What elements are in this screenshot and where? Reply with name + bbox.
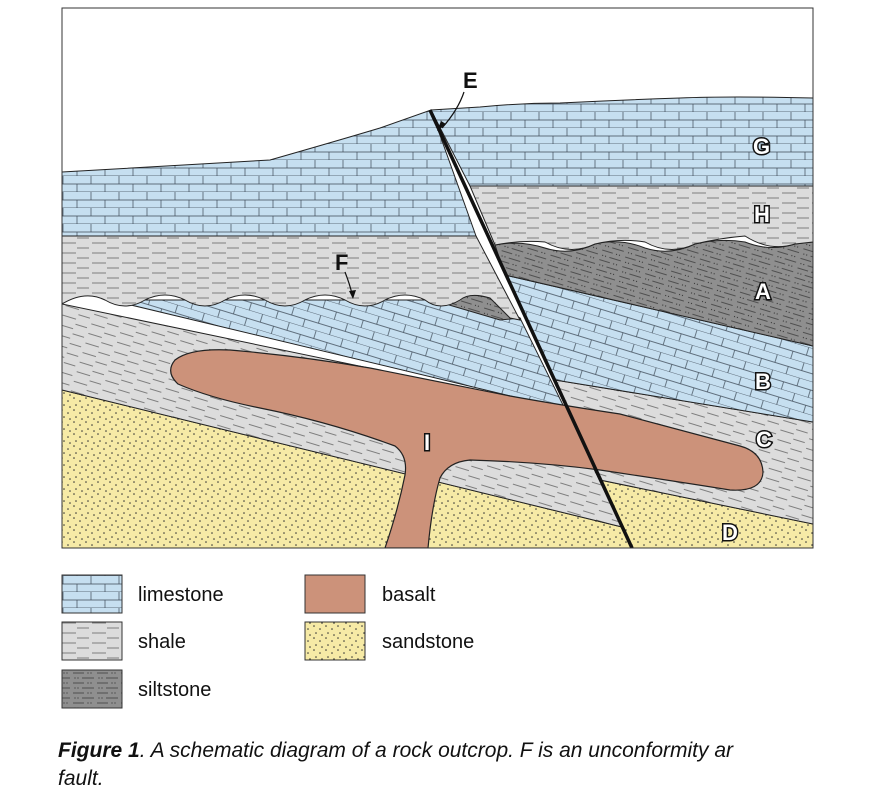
caption-line-1: Figure 1. A schematic diagram of a rock … — [58, 737, 869, 765]
legend-swatch-shale — [61, 621, 123, 661]
legend: limestone shale siltstone basalt sandsto… — [61, 574, 474, 709]
label-h: H — [754, 202, 770, 227]
arrowhead-f — [349, 290, 356, 299]
layer-basalt-i — [170, 349, 764, 548]
marker-e: E — [463, 68, 478, 93]
label-g: G — [753, 134, 770, 159]
arrowhead-e — [437, 121, 446, 131]
marker-f: F — [335, 250, 348, 275]
legend-swatch-basalt — [304, 574, 366, 614]
legend-label-sandstone: sandstone — [382, 631, 474, 653]
legend-swatch-sandstone — [304, 621, 366, 661]
label-d: D — [722, 520, 738, 545]
layer-shale-h-right — [469, 185, 813, 250]
caption-figure-number: Figure 1 — [58, 739, 140, 762]
diagram-frame — [61, 7, 814, 549]
legend-swatch-siltstone — [61, 669, 123, 709]
label-c: C — [756, 427, 772, 452]
legend-label-siltstone: siltstone — [138, 679, 211, 701]
legend-label-basalt: basalt — [382, 584, 436, 606]
label-b: B — [755, 369, 771, 394]
label-i: I — [424, 430, 430, 455]
legend-swatch-limestone — [61, 574, 123, 614]
layer-shale-h-left — [62, 235, 521, 321]
fault-line-e — [428, 109, 634, 548]
layer-labels: G H A B C D I — [423, 133, 774, 547]
layer-limestone-g-right — [430, 96, 813, 187]
caption-line-2: fault. — [58, 767, 104, 790]
legend-label-limestone: limestone — [138, 584, 224, 606]
cross-section — [62, 96, 813, 548]
legend-label-shale: shale — [138, 631, 186, 653]
label-a: A — [755, 279, 771, 304]
layer-limestone-g-left — [62, 109, 477, 237]
layer-siltstone-a-right — [494, 239, 813, 347]
caption-text: . A schematic diagram of a rock outcrop.… — [139, 739, 733, 762]
figure-caption: Figure 1. A schematic diagram of a rock … — [58, 737, 869, 793]
